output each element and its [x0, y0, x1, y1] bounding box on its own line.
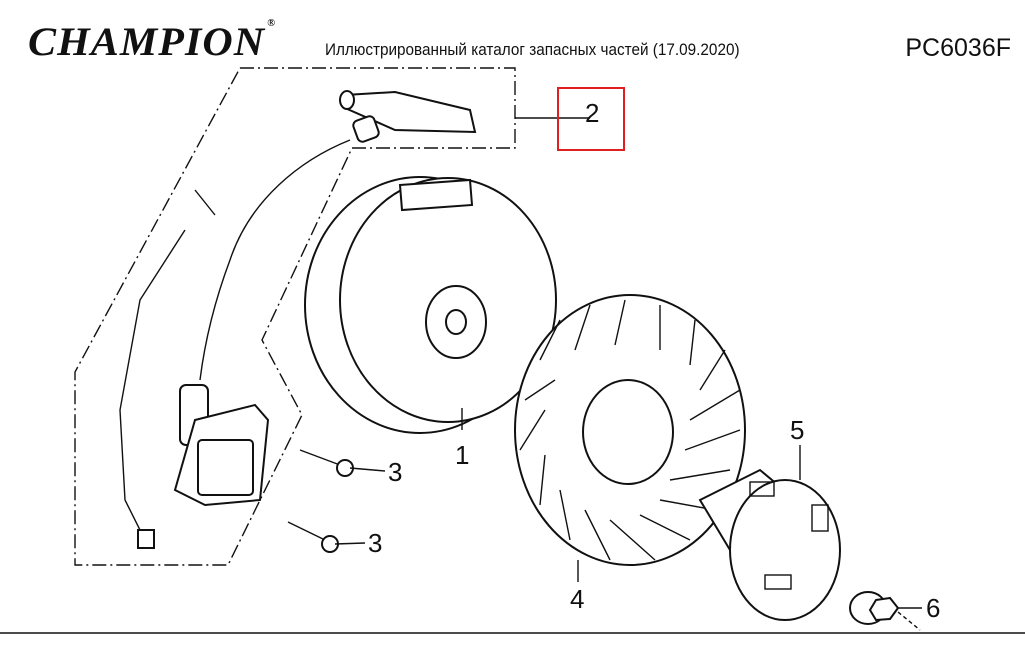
callout-3-upper: 3 — [388, 457, 402, 487]
callout-1: 1 — [455, 440, 469, 470]
champion-logo: CHAMPION® — [28, 18, 277, 64]
cooling-fan-drawing — [514, 294, 746, 566]
bolt-drawing-lower — [287, 521, 339, 553]
callout-6: 6 — [926, 593, 940, 623]
ignition-group-boundary — [74, 67, 516, 566]
callout-5: 5 — [790, 415, 804, 445]
callout-2-highlight — [557, 87, 625, 151]
catalog-subtitle: Иллюстрированный каталог запасных частей… — [325, 40, 740, 59]
callout-2: 2 — [585, 98, 599, 128]
ignition-coil-drawing — [137, 384, 270, 549]
bolt-drawing-upper — [299, 449, 354, 477]
flange-nut-drawing — [849, 591, 921, 631]
callout-4: 4 — [570, 584, 584, 614]
model-number: PC6036F — [905, 34, 1011, 62]
spark-plug-cap-drawing — [119, 90, 477, 541]
starter-cup-drawing — [698, 468, 841, 621]
callout-3-lower: 3 — [368, 528, 382, 558]
flywheel-drawing — [304, 176, 557, 434]
